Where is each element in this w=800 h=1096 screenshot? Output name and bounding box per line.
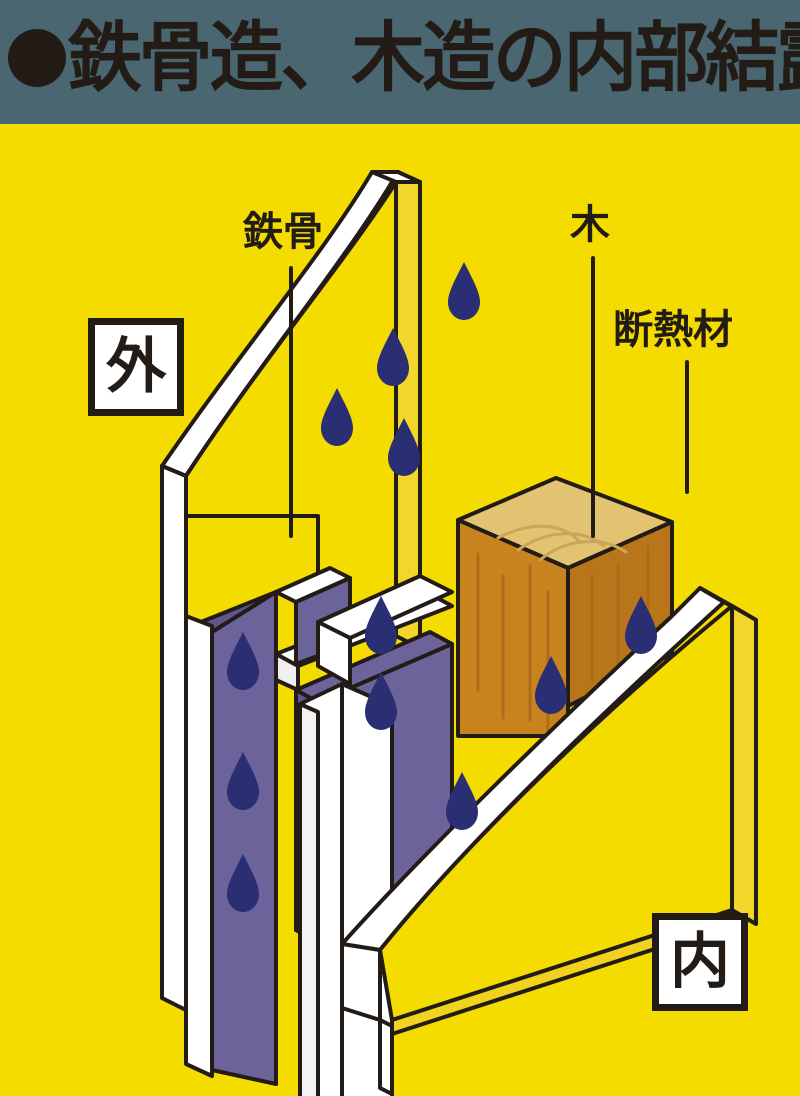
page-title: 鉄骨造、木造の内部結露 <box>68 13 800 102</box>
label-wood: 木 <box>570 202 610 248</box>
filled-circle-icon <box>8 29 66 87</box>
steel-frame <box>184 566 454 1096</box>
diagram-artwork <box>0 124 800 1096</box>
header-inner: 鉄骨造、木造の内部結露 <box>8 2 800 114</box>
marker-outside-text: 外 <box>106 332 166 402</box>
leader-lines <box>289 256 689 538</box>
page-header: 鉄骨造、木造の内部結露 <box>0 0 800 124</box>
wall-section-illustration <box>0 124 800 1096</box>
marker-outside: 外 <box>88 318 184 416</box>
marker-inside: 内 <box>652 913 748 1011</box>
label-steel-frame: 鉄骨 <box>243 209 323 255</box>
illustration-geometry <box>160 170 758 1096</box>
inner-insulation-panel <box>378 586 758 1096</box>
marker-inside-text: 内 <box>670 927 730 997</box>
label-insulation: 断熱材 <box>613 307 733 353</box>
